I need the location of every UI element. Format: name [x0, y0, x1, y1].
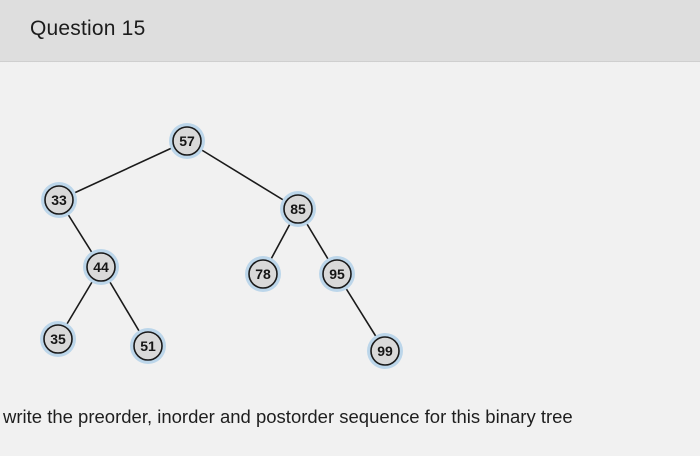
- tree-edge: [186, 140, 299, 210]
- tree-node: 99: [367, 333, 403, 369]
- question-title: Question 15: [30, 17, 146, 40]
- tree-node: 85: [280, 191, 316, 227]
- tree-node: 33: [41, 182, 77, 218]
- node-circle: [44, 185, 74, 215]
- tree-node: 44: [83, 249, 119, 285]
- tree-node: 57: [169, 123, 205, 159]
- node-circle: [322, 259, 352, 289]
- node-label: 78: [255, 266, 271, 282]
- node-label: 35: [50, 331, 66, 347]
- tree-edge: [58, 140, 188, 201]
- node-circle: [172, 126, 202, 156]
- node-circle: [43, 324, 73, 354]
- tree-edges: [57, 140, 386, 352]
- node-label: 33: [51, 192, 67, 208]
- tree-node: 78: [245, 256, 281, 292]
- node-circle: [86, 252, 116, 282]
- question-instruction: write the preorder, inorder and postorde…: [3, 406, 573, 427]
- question-header: Question 15: [0, 0, 700, 62]
- node-label: 44: [93, 259, 109, 275]
- node-label: 95: [329, 266, 345, 282]
- node-label: 85: [290, 201, 306, 217]
- node-circle: [133, 331, 163, 361]
- node-circle: [283, 194, 313, 224]
- node-label: 57: [179, 133, 195, 149]
- node-label: 99: [377, 343, 393, 359]
- tree-node: 35: [40, 321, 76, 357]
- tree-node: 95: [319, 256, 355, 292]
- tree-node: 51: [130, 328, 166, 364]
- node-circle: [248, 259, 278, 289]
- node-label: 51: [140, 338, 156, 354]
- node-circle: [370, 336, 400, 366]
- tree-nodes: 57 33 85 44 78 95 35 51 99: [40, 123, 403, 369]
